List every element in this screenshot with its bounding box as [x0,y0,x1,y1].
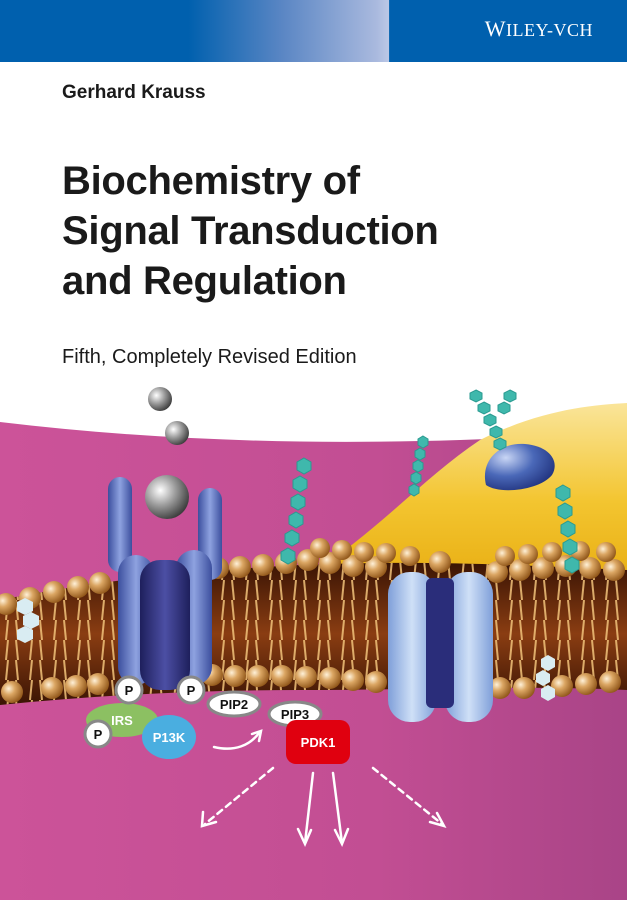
publisher-logo: WILEY-VCH [484,16,593,41]
publisher-banner [0,0,627,62]
phosphate-1: P [114,675,144,705]
pi3k-protein: P13K [142,715,196,759]
pdk1-protein: PDK1 [286,720,350,764]
title-line-1: Biochemistry of [62,159,360,203]
title-line-2: Signal Transduction [62,209,439,253]
phosphate-3: P [83,719,113,749]
phosphate-2: P [176,675,206,705]
svg-text:PIP2: PIP2 [220,697,248,712]
svg-text:P: P [94,727,103,742]
svg-text:PIP3: PIP3 [281,707,309,722]
insulin-receptor [108,477,222,690]
lipid-heads-bottom [1,664,621,703]
author-name: Gerhard Krauss [62,82,206,103]
cholesterol-left [17,598,39,643]
ligand-ball-bound [145,475,189,519]
pip2-label: PIP2 [206,690,262,718]
svg-text:P: P [125,683,134,698]
svg-text:P13K: P13K [153,730,186,745]
membrane-protein-dome [484,443,555,491]
glycan-chains [280,389,580,574]
edition-subtitle: Fifth, Completely Revised Edition [62,346,357,368]
title-line-3: and Regulation [62,259,347,303]
book-title: Biochemistry of Signal Transduction and … [62,156,439,306]
svg-text:IRS: IRS [111,713,133,728]
svg-text:P: P [187,683,196,698]
svg-text:PDK1: PDK1 [301,735,336,750]
cholesterol-right [536,655,555,701]
ligand-ball-1 [148,387,172,411]
ligand-ball-2 [165,421,189,445]
ion-channel [388,572,493,722]
signal-arrows [200,729,447,848]
